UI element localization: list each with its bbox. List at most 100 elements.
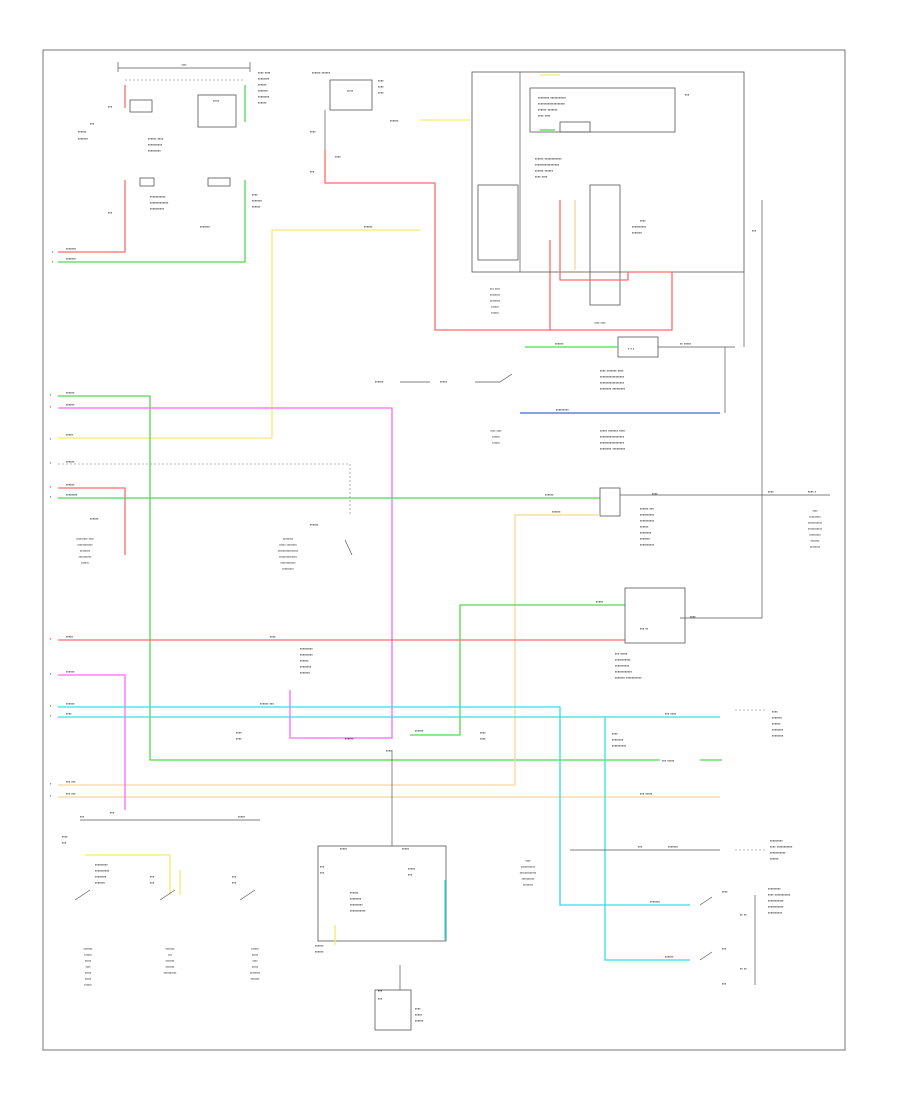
- svg-text:▪▪▪▪▪▪▪▪▪▪: ▪▪▪▪▪▪▪▪▪▪: [640, 542, 655, 547]
- svg-text:▪▪▪▪▪▪: ▪▪▪▪▪▪: [251, 947, 259, 951]
- svg-text:▪: ▪: [50, 494, 52, 499]
- svg-text:▪▪▪▪▪▪: ▪▪▪▪▪▪: [84, 953, 92, 957]
- svg-text:▪▪▪▪▪▪: ▪▪▪▪▪▪: [252, 204, 261, 209]
- svg-text:▪▪▪▪▪▪: ▪▪▪▪▪▪: [66, 390, 75, 395]
- wire-cyan-707: [58, 706, 690, 906]
- right-lamp-labels: ▪▪▪▪ ▪▪▪▪▪▪▪▪ ▪▪▪▪▪▪▪▪▪▪ ▪▪▪▪ ▪▪▪▪▪▪▪ ▪▪…: [612, 709, 784, 748]
- svg-text:▪▪▪▪▪▪▪▪▪▪▪: ▪▪▪▪▪▪▪▪▪▪▪: [768, 898, 784, 903]
- bottom-left-labels: ▪▪▪▪▪▪▪ ▪▪▪▪▪▪ ▪▪▪▪▪ ▪▪▪▪ ▪▪▪▪▪ ▪▪▪▪▪ ▪▪…: [84, 947, 261, 987]
- svg-text:▪▪▪▪▪▪ ▪▪▪▪▪▪: ▪▪▪▪▪▪ ▪▪▪▪▪▪: [535, 168, 554, 173]
- svg-text:▪▪▪▪▪: ▪▪▪▪▪: [66, 432, 74, 437]
- svg-text:▪▪▪▪: ▪▪▪▪: [652, 491, 658, 496]
- svg-text:▪▪▪▪ ▪▪▪▪: ▪▪▪▪ ▪▪▪▪: [535, 174, 548, 179]
- svg-text:▪▪▪▪: ▪▪▪▪: [480, 736, 486, 741]
- svg-text:▪▪▪▪▪▪▪▪: ▪▪▪▪▪▪▪▪: [612, 737, 624, 742]
- wire-pink-main: [58, 407, 393, 739]
- svg-text:▪▪▪▪▪▪▪▪▪: ▪▪▪▪▪▪▪▪▪: [770, 838, 783, 843]
- svg-text:▪▪▪▪▪: ▪▪▪▪▪: [252, 953, 258, 957]
- svg-text:▪▪▪▪▪▪▪▪▪▪: ▪▪▪▪▪▪▪▪▪▪: [768, 910, 783, 915]
- svg-text:▪▪▪▪▪▪▪▪▪▪▪▪▪▪▪▪▪: ▪▪▪▪▪▪▪▪▪▪▪▪▪▪▪▪▪: [600, 440, 625, 445]
- svg-text:▪▪▪▪: ▪▪▪▪: [62, 834, 68, 839]
- svg-text:▪▪▪: ▪▪▪: [310, 169, 315, 174]
- svg-text:▪▪▪▪▪▪▪▪ ▪▪▪▪▪▪▪▪▪: ▪▪▪▪▪▪▪▪ ▪▪▪▪▪▪▪▪▪: [600, 446, 626, 451]
- svg-text:▪▪▪▪▪▪▪▪▪▪: ▪▪▪▪▪▪▪▪▪▪: [150, 206, 165, 211]
- svg-text:▪▪▪▪▪: ▪▪▪▪▪: [85, 959, 91, 963]
- wire-pink-left: [58, 674, 126, 810]
- svg-text:▪▪▪▪▪▪▪▪▪▪: ▪▪▪▪▪▪▪▪▪▪: [148, 142, 163, 147]
- svg-text:▪▪▪▪▪▪▪▪▪: ▪▪▪▪▪▪▪▪▪: [300, 646, 313, 651]
- svg-text:▪▪▪▪▪▪▪: ▪▪▪▪▪▪▪: [300, 670, 311, 675]
- svg-text:▪▪▪▪▪▪: ▪▪▪▪▪▪: [258, 100, 267, 105]
- svg-text:▪▪▪: ▪▪▪: [232, 874, 237, 879]
- bottom-right-module: ▪▪▪▪ ▪▪▪▪▪▪▪▪▪▪▪ ▪▪▪▪▪▪▪▪▪▪▪▪▪ ▪▪▪▪▪▪▪▪▪…: [520, 838, 793, 986]
- svg-text:▪▪▪▪▪▪▪: ▪▪▪▪▪▪▪: [78, 136, 89, 141]
- svg-text:▪▪▪▪: ▪▪▪▪: [335, 154, 341, 159]
- svg-text:▪▪▪▪▪▪▪▪: ▪▪▪▪▪▪▪▪: [258, 76, 270, 81]
- svg-text:▪▪▪▪▪: ▪▪▪▪▪: [66, 634, 74, 639]
- svg-text:▪▪▪▪: ▪▪▪▪: [252, 192, 258, 197]
- svg-text:▪: ▪: [50, 392, 52, 397]
- svg-text:▪▪▪▪▪▪▪▪: ▪▪▪▪▪▪▪▪: [490, 293, 500, 297]
- svg-text:▪▪▪▪▪ ▪▪▪▪▪▪▪▪: ▪▪▪▪▪ ▪▪▪▪▪▪▪▪: [279, 543, 297, 547]
- wire-grey-dotted: [58, 463, 351, 515]
- svg-text:▪▪▪: ▪▪▪: [90, 121, 95, 126]
- svg-text:▪▪▪▪▪▪▪▪▪▪▪▪▪▪▪▪: ▪▪▪▪▪▪▪▪▪▪▪▪▪▪▪▪: [278, 549, 298, 553]
- svg-text:▪▪▪▪▪▪: ▪▪▪▪▪▪: [555, 341, 564, 346]
- svg-text:▪▪▪▪▪▪▪▪▪▪: ▪▪▪▪▪▪▪▪▪▪: [522, 877, 535, 881]
- svg-text:▪▪▪▪▪▪▪▪▪▪: ▪▪▪▪▪▪▪▪▪▪: [632, 224, 647, 229]
- svg-text:▪▪▪▪▪▪▪▪▪: ▪▪▪▪▪▪▪▪▪: [556, 407, 569, 412]
- svg-text:▪▪▪▪▪▪▪: ▪▪▪▪▪▪▪: [772, 715, 783, 720]
- svg-text:▪▪▪▪▪▪▪▪▪▪▪▪▪: ▪▪▪▪▪▪▪▪▪▪▪▪▪: [150, 200, 169, 205]
- svg-text:▪▪▪▪▪▪: ▪▪▪▪▪▪: [315, 949, 324, 954]
- svg-text:▪▪▪▪: ▪▪▪▪: [310, 129, 316, 134]
- svg-text:▪▪▪▪▪▪▪▪▪▪▪: ▪▪▪▪▪▪▪▪▪▪▪: [770, 850, 786, 855]
- svg-text:▪▪▪▪ ▪: ▪▪▪▪ ▪: [808, 489, 817, 494]
- svg-text:▪▪▪▪ ▪▪▪▪: ▪▪▪▪ ▪▪▪▪: [258, 70, 271, 75]
- svg-text:▪▪▪▪: ▪▪▪▪: [378, 78, 384, 83]
- wire-yellow-long: [58, 229, 420, 439]
- svg-text:▪▪▪▪: ▪▪▪▪: [812, 509, 817, 513]
- svg-text:▪▪▪ ▪▪▪: ▪▪▪ ▪▪▪: [66, 791, 76, 796]
- wire-cyan-right: [604, 717, 690, 961]
- wire-red-left-488: [58, 487, 126, 555]
- svg-text:▪▪▪: ▪▪▪: [150, 874, 155, 879]
- svg-text:▪▪▪▪▪▪▪: ▪▪▪▪▪▪▪: [251, 977, 260, 981]
- svg-text:▪▪▪▪▪▪▪▪▪▪: ▪▪▪▪▪▪▪▪▪▪: [615, 663, 630, 668]
- svg-text:▪▪▪▪▪▪: ▪▪▪▪▪▪: [66, 701, 75, 706]
- svg-text:▪▪▪▪▪▪: ▪▪▪▪▪▪: [491, 311, 499, 315]
- svg-text:▪▪▪▪▪▪▪▪: ▪▪▪▪▪▪▪▪: [640, 530, 652, 535]
- svg-text:▪: ▪: [50, 404, 52, 409]
- svg-text:▪ ▪ ▪: ▪ ▪ ▪: [628, 346, 635, 351]
- svg-text:▪▪▪▪ ▪▪▪▪▪▪▪ ▪▪▪▪: ▪▪▪▪ ▪▪▪▪▪▪▪ ▪▪▪▪: [600, 368, 624, 373]
- svg-text:▪▪▪▪▪▪▪: ▪▪▪▪▪▪▪: [66, 256, 77, 261]
- svg-text:▪: ▪: [50, 671, 52, 676]
- svg-text:▪▪▪▪▪▪▪: ▪▪▪▪▪▪▪: [252, 198, 263, 203]
- svg-text:▪▪▪▪▪▪▪: ▪▪▪▪▪▪▪: [811, 539, 820, 543]
- svg-text:▪: ▪: [52, 249, 54, 254]
- svg-text:▪▪▪▪▪▪▪▪: ▪▪▪▪▪▪▪▪: [258, 94, 270, 99]
- svg-text:▪: ▪: [50, 484, 52, 489]
- svg-text:▪▪▪▪▪▪▪▪: ▪▪▪▪▪▪▪▪: [772, 727, 784, 732]
- svg-text:▪▪▪▪▪▪▪▪▪: ▪▪▪▪▪▪▪▪▪: [350, 902, 363, 907]
- svg-text:▪▪▪▪▪▪▪▪▪▪▪▪▪▪▪▪▪: ▪▪▪▪▪▪▪▪▪▪▪▪▪▪▪▪▪: [600, 374, 625, 379]
- svg-text:▪▪▪▪▪▪: ▪▪▪▪▪▪: [415, 1018, 424, 1023]
- svg-text:▪▪▪: ▪▪▪: [378, 996, 383, 1001]
- svg-text:▪: ▪: [50, 713, 52, 718]
- svg-text:▪▪▪▪▪▪▪▪▪ ▪▪▪▪: ▪▪▪▪▪▪▪▪▪ ▪▪▪▪: [76, 537, 94, 541]
- svg-text:▪▪▪▪▪▪▪▪▪: ▪▪▪▪▪▪▪▪▪: [768, 886, 781, 891]
- diagram-frame: [42, 49, 846, 1051]
- svg-text:▪▪▪▪▪: ▪▪▪▪▪: [213, 99, 219, 103]
- svg-text:▪▪▪▪▪▪▪▪: ▪▪▪▪▪▪▪▪: [95, 874, 107, 879]
- svg-text:▪▪▪▪▪▪▪▪▪▪▪▪: ▪▪▪▪▪▪▪▪▪▪▪▪: [280, 561, 295, 565]
- svg-text:▪▪▪: ▪▪▪: [685, 92, 690, 97]
- top-left-switch-group: ▪▪▪▪ ▪▪▪▪ ▪▪▪▪ ▪▪▪▪▪▪▪▪ ▪▪▪▪▪▪ ▪▪▪▪▪▪▪ ▪…: [78, 62, 271, 153]
- svg-text:▪▪▪▪▪▪: ▪▪▪▪▪▪: [492, 435, 500, 439]
- svg-text:▪▪▪▪▪▪▪▪▪▪▪▪▪: ▪▪▪▪▪▪▪▪▪▪▪▪▪: [520, 871, 537, 875]
- svg-text:▪▪▪: ▪▪▪: [320, 864, 325, 869]
- svg-text:▪: ▪: [50, 436, 52, 441]
- svg-text:▪▪▪▪: ▪▪▪▪: [415, 1006, 421, 1011]
- svg-text:▪▪▪▪▪▪▪▪▪▪▪▪: ▪▪▪▪▪▪▪▪▪▪▪▪: [77, 543, 92, 547]
- second-relay-group: ▪▪▪▪▪▪▪▪▪▪▪ ▪▪▪▪▪▪▪▪▪▪▪▪▪ ▪▪▪▪▪▪▪▪▪▪ ▪▪▪…: [108, 177, 263, 229]
- svg-text:▪▪▪▪▪▪: ▪▪▪▪▪▪: [310, 522, 319, 527]
- svg-text:▪▪▪▪: ▪▪▪▪: [270, 634, 276, 639]
